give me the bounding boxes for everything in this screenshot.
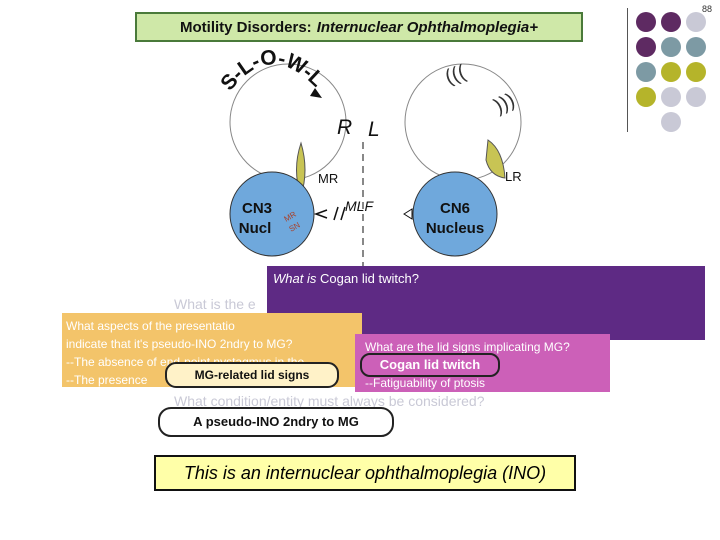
dot [686,37,706,57]
title-main: Motility Disorders: [180,18,312,36]
divider-line [627,8,628,132]
dot [686,62,706,82]
slowly-arrow [310,88,322,98]
cn3-label: CN3 [242,200,272,217]
dot [686,12,706,32]
aspects-line: indicate that it's pseudo-INO 2ndry to M… [66,337,293,351]
cogan-question-text: Cogan lid twitch? [319,271,419,286]
slide-title: Motility Disorders: Internuclear Ophthal… [135,12,583,42]
dot [661,112,681,132]
page-number: 88 [701,4,712,14]
aspects-line: --The presence [66,373,148,387]
dot [636,62,656,82]
pseudo-ino-answer: A pseudo-INO 2ndry to MG [158,407,394,437]
explain-question: What is the e [174,296,256,312]
mlf-label: MLF [345,198,374,214]
left-side-label: L [368,118,380,141]
fatiguability-item: --Fatiguability of ptosis [365,376,486,390]
cogan-question-prefix: What is [273,271,317,286]
ino-statement: This is an internuclear ophthalmoplegia … [154,455,576,491]
lateral-rectus-lid [485,139,506,179]
cogan-answer-pill: Cogan lid twitch [360,353,500,377]
always-considered-question: What condition/entity must always be con… [174,393,485,409]
right-side-label: R [337,116,352,139]
cn6-label: CN6 [440,200,470,217]
dot [686,87,706,107]
dot [661,12,681,32]
mlf-arrowhead [313,209,328,219]
lr-label: LR [505,169,522,184]
right-eye [229,63,347,181]
cogan-question-box: What is Cogan lid twitch? [267,266,705,340]
lid-signs-question: What are the lid signs implicating MG? [365,340,570,354]
dot [661,87,681,107]
mg-lid-signs-pill: MG-related lid signs [165,362,339,388]
dot [661,62,681,82]
mr-label: MR [318,171,338,186]
dot [661,37,681,57]
mlf-lesion-mark-1 [333,206,339,221]
nucl-label: Nucl [239,220,272,237]
aspects-line: What aspects of the presentatio [66,319,235,333]
dot [636,12,656,32]
nucleus-label: Nucleus [426,220,484,237]
dot [636,37,656,57]
cn6-nucleus [412,171,498,257]
title-italic: Internuclear Ophthalmoplegia+ [316,18,538,36]
mlf-connector [403,208,413,220]
mlf-lesion-mark-2 [340,206,346,221]
dot [636,87,656,107]
